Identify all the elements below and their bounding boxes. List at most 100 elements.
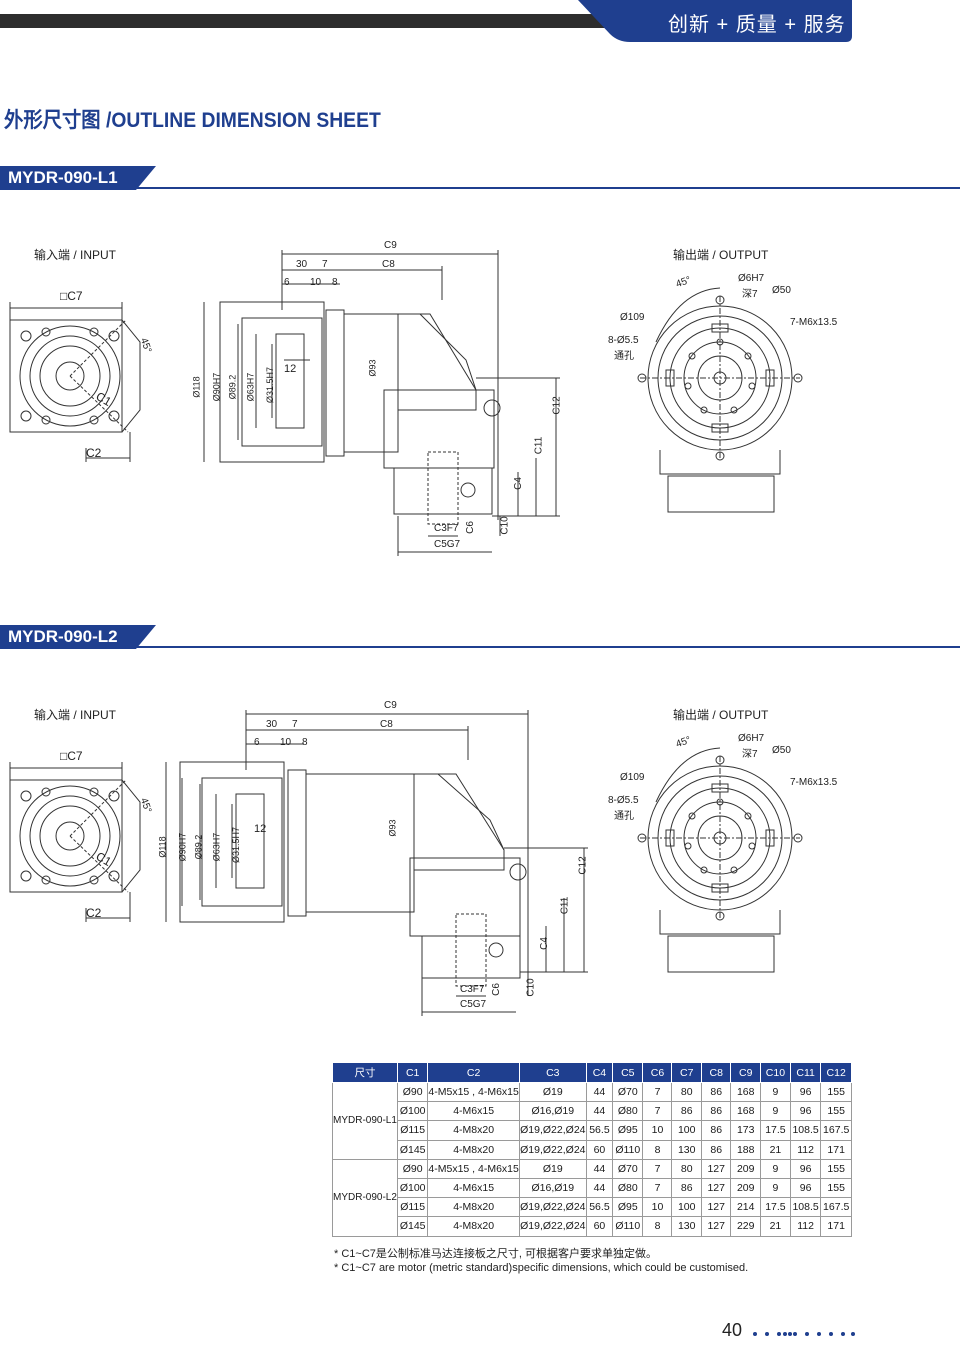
table-cell: 100: [671, 1197, 702, 1218]
table-header-cell: C3: [518, 1062, 587, 1083]
section-2-input-label: 输入端 / INPUT: [34, 708, 117, 722]
sheet-title: 外形尺寸图 /OUTLINE DIMENSION SHEET: [4, 109, 381, 132]
table-cell: 167.5: [820, 1120, 852, 1141]
section-2-d6: 6: [254, 737, 260, 748]
table-cell: 4-M5x15 , 4-M6x15: [427, 1158, 520, 1179]
table-cell: Ø19,Ø22,Ø24: [518, 1197, 587, 1218]
table-header-cell: C7: [671, 1062, 702, 1083]
section-2-d7: 7: [292, 719, 298, 730]
section-1-out-through: 通孔: [614, 351, 634, 362]
header-slogan-banner: [578, 0, 852, 42]
table-cell: Ø145: [396, 1139, 429, 1160]
section-2-d8: 8: [302, 737, 308, 748]
table-header-cell: C2: [427, 1062, 520, 1083]
table-cell: 171: [820, 1216, 852, 1237]
section-2-d10: 10: [280, 737, 292, 748]
section-1-d8: 8: [332, 277, 338, 288]
section-2-d12: 12: [254, 823, 267, 835]
table-cell: 4-M6x15: [427, 1101, 520, 1122]
section-1-out-thread: 7-M6x13.5: [790, 317, 838, 328]
section-1-d6: 6: [284, 277, 290, 288]
section-1-d31: Ø31.5H7: [265, 366, 276, 404]
table-header-cell: C9: [730, 1062, 761, 1083]
section-1-output-label: 输出端 / OUTPUT: [673, 248, 769, 262]
table-cell: Ø19: [518, 1158, 587, 1179]
section-2-c10: C10: [525, 978, 537, 997]
table-cell: 9: [759, 1158, 791, 1179]
section-1-out-depth: 深7: [742, 289, 758, 300]
table-cell: 171: [820, 1139, 852, 1160]
table-header-cell: 尺寸: [332, 1062, 398, 1083]
table-cell: 130: [671, 1139, 702, 1160]
table-model-cell: MYDR-090-L2: [332, 1158, 398, 1237]
table-cell: Ø90: [396, 1158, 429, 1179]
section-1-c3: C3F7: [434, 523, 459, 534]
section-1-out-d50: Ø50: [772, 285, 791, 296]
section-1-input-square: □C7: [60, 289, 83, 303]
section-1-out-hole: Ø6H7: [738, 273, 765, 284]
table-cell: 21: [759, 1139, 791, 1160]
table-cell: 214: [730, 1197, 761, 1218]
section-1-c10: C10: [499, 516, 511, 535]
table-cell: 209: [730, 1177, 761, 1199]
table-cell: 127: [700, 1197, 732, 1218]
table-header-cell: C1: [396, 1062, 429, 1083]
table-cell: Ø95: [612, 1197, 644, 1218]
section-1-d30: 30: [296, 259, 308, 270]
table-header-cell: C12: [820, 1062, 852, 1083]
table-cell: 8: [642, 1216, 673, 1237]
table-cell: 155: [820, 1081, 852, 1103]
table-cell: 112: [789, 1216, 822, 1237]
section-1-input-view: [9, 302, 141, 462]
section-1-d118: Ø118: [191, 376, 202, 398]
header-slogan: 创新 + 质量 + 服务: [668, 14, 846, 36]
table-cell: 4-M8x20: [427, 1139, 520, 1160]
section-2-out-through: 通孔: [614, 811, 634, 822]
table-cell: 108.5: [789, 1120, 822, 1141]
table-cell: 60: [585, 1139, 614, 1160]
section-1-input-c2: C2: [86, 446, 102, 460]
table-cell: 127: [700, 1158, 732, 1179]
table-cell: Ø80: [612, 1101, 644, 1122]
section-2-c11: C11: [559, 896, 571, 915]
section-1-model-name: MYDR-090-L1: [8, 168, 118, 187]
table-cell: 108.5: [789, 1197, 822, 1218]
table-cell: 167.5: [820, 1197, 852, 1218]
table-cell: 130: [671, 1216, 702, 1237]
section-1-d90: Ø90H7: [211, 372, 222, 402]
table-cell: 44: [585, 1158, 614, 1179]
header-bar: [0, 14, 620, 28]
section-2-out-thread: 7-M6x13.5: [790, 777, 838, 788]
table-cell: 155: [820, 1101, 852, 1122]
section-2-out-d109: Ø109: [620, 772, 645, 783]
section-2-c6: C6: [490, 983, 502, 996]
table-cell: Ø110: [612, 1139, 644, 1160]
section-2-input-view: [9, 762, 141, 922]
table-cell: Ø100: [396, 1101, 429, 1122]
table-cell: 173: [730, 1120, 761, 1141]
section-2-model-tag: MYDR-090-L2: [0, 625, 160, 649]
table-cell: Ø16,Ø19: [518, 1177, 587, 1199]
section-2-c5: C5G7: [460, 999, 487, 1010]
table-cell: 17.5: [759, 1120, 791, 1141]
section-2-c8: C8: [380, 719, 393, 730]
table-cell: 168: [730, 1081, 761, 1103]
table-cell: Ø70: [612, 1158, 644, 1179]
table-cell: 17.5: [759, 1197, 791, 1218]
section-2-side-view: [165, 710, 588, 1016]
table-header-cell: C6: [642, 1062, 673, 1083]
table-cell: 7: [642, 1177, 673, 1199]
table-cell: Ø95: [612, 1120, 644, 1141]
section-1-c4: C4: [512, 477, 524, 490]
section-2-c4: C4: [538, 937, 550, 950]
table-cell: 96: [789, 1158, 822, 1179]
section-2-rule: [0, 646, 960, 648]
section-2-d63: Ø63H7: [211, 832, 222, 862]
table-cell: 9: [759, 1081, 791, 1103]
section-1-c6: C6: [464, 521, 476, 534]
table-cell: Ø115: [396, 1120, 429, 1141]
